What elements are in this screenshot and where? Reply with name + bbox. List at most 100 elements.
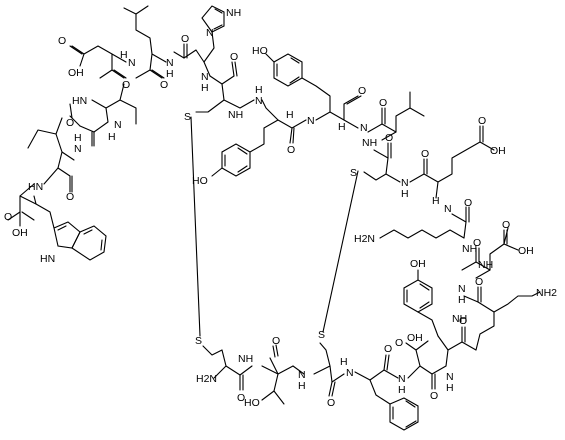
imidazole-n-label: N <box>206 27 214 39</box>
amide-n-label: N <box>298 369 306 381</box>
oxygen-label: O <box>4 211 12 223</box>
hydroxyl-ho-label: HO <box>252 45 268 57</box>
isoleucine-upper-bonds <box>69 83 137 147</box>
oxygen-label: O <box>160 79 168 91</box>
oxygen-label: O <box>478 115 486 127</box>
amide-nh-label: NH <box>362 137 377 149</box>
tyrosine-ring-middle <box>211 143 251 177</box>
hydroxyl-ho-label: HO <box>244 397 260 409</box>
indole-ring <box>53 221 107 261</box>
oxygen-label: O <box>272 335 280 347</box>
amide-h-label: H <box>108 131 116 143</box>
amide-n-label: N <box>446 371 454 383</box>
leucine-bonds <box>123 5 188 79</box>
amide-h-label: H <box>398 384 406 396</box>
amide-nh-label: HN <box>28 181 43 193</box>
amide-h-label: H <box>166 68 174 80</box>
imidazole-ring <box>201 5 225 33</box>
oxygen-label: O <box>287 144 295 156</box>
hydroxyl-ho-label: HO <box>192 175 208 187</box>
amide-nh-label: NH <box>478 259 493 271</box>
amide-h-label: H <box>340 356 348 368</box>
oxygen-label: O <box>459 315 467 327</box>
oxygen-label: O <box>395 337 403 349</box>
oxygen-label: O <box>327 397 335 409</box>
indole-hn-label: HN <box>40 253 55 265</box>
amide-n-label: N <box>307 115 315 127</box>
cysteine-upper-bonds <box>195 61 255 113</box>
glutamate-bonds <box>409 125 495 199</box>
aspartate-top-bonds <box>69 45 127 79</box>
hydroxyl-oh-label: OH <box>12 227 28 239</box>
aspartate-bonds <box>461 227 519 279</box>
amide-h-label: H <box>201 82 209 94</box>
amide-nh-label: NH <box>238 353 253 365</box>
oxygen-label: O <box>475 276 483 288</box>
amide-n-label: N <box>360 122 368 134</box>
amide-n-label: N <box>401 177 409 189</box>
oxygen-label: O <box>237 392 245 404</box>
sulfur-label: S <box>350 167 357 179</box>
sulfur-label: S <box>318 329 325 341</box>
amide-n-label: N <box>346 367 354 379</box>
oxygen-label: O <box>230 51 238 63</box>
amine-nh2-label: NH2 <box>536 287 557 299</box>
hydroxyl-oh-label: OH <box>518 245 534 257</box>
oxygen-label: O <box>122 79 130 91</box>
tryptophan-bonds <box>7 183 55 229</box>
oxygen-label: O <box>379 97 387 109</box>
bottom-right-bonds <box>405 326 477 390</box>
hydroxyl-oh-label: OH <box>68 67 84 79</box>
oxygen-label: O <box>384 343 392 355</box>
oxygen-label: O <box>58 35 66 47</box>
amide-h-label: H <box>286 109 294 121</box>
tyrosine-upper-bonds <box>301 77 362 129</box>
imidazole-nh-label: NH <box>226 7 241 19</box>
amide-h-label: H <box>120 49 128 61</box>
amide-h-label: H <box>432 195 440 207</box>
phenyl-ring <box>389 397 419 431</box>
amine-h2n-label: H2N <box>354 233 375 245</box>
amide-nh-label: NH <box>452 313 467 325</box>
oxygen-label: O <box>181 33 189 45</box>
oxygen-label: O <box>421 148 429 160</box>
amide-h-label: H <box>446 382 454 394</box>
tyrosine-middle-bonds <box>249 99 307 153</box>
amide-nh-label: NH <box>228 109 243 121</box>
atom-labels: S S S S H2N NH O HO O N H O N H O N H O … <box>4 7 557 409</box>
histidine-bonds <box>183 31 215 77</box>
bottom-chain-bonds <box>202 342 399 405</box>
oxygen-label: O <box>473 237 481 249</box>
amide-h-label: H <box>338 121 346 133</box>
tyrosine-ring-bottom <box>403 269 439 337</box>
amide-n-label: N <box>74 143 82 155</box>
hydroxyl-oh-label: OH <box>407 332 423 344</box>
hydroxyl-oh-label: OH <box>410 258 426 270</box>
amide-n-label: N <box>444 203 452 215</box>
amine-h2n-label: H2N <box>196 373 217 385</box>
amide-n-label: N <box>255 95 263 107</box>
amide-nh-label: HN <box>72 95 87 107</box>
amide-n-label: N <box>166 57 174 69</box>
amide-nh-label: NH <box>462 243 477 255</box>
amide-n-label: N <box>398 373 406 385</box>
oxygen-label: O <box>464 197 472 209</box>
disulfide-bond-2 <box>322 170 359 333</box>
amide-n-label: N <box>114 119 122 131</box>
amide-h-label: H <box>458 294 466 306</box>
valine-bonds <box>367 91 425 141</box>
sulfur-label: S <box>184 111 191 123</box>
amide-h-label: H <box>401 188 409 200</box>
oxygen-label: O <box>430 390 438 402</box>
amide-n-label: N <box>201 71 209 83</box>
oxygen-label: O <box>358 85 366 97</box>
sulfur-label: S <box>195 335 202 347</box>
oxygen-label: O <box>502 219 510 231</box>
amide-h-label: H <box>74 132 82 144</box>
amide-n-label: N <box>458 283 466 295</box>
hydroxyl-oh-label: OH <box>490 145 506 157</box>
isoleucine-lower-bonds <box>27 117 75 193</box>
amide-h-label: H <box>255 84 263 96</box>
